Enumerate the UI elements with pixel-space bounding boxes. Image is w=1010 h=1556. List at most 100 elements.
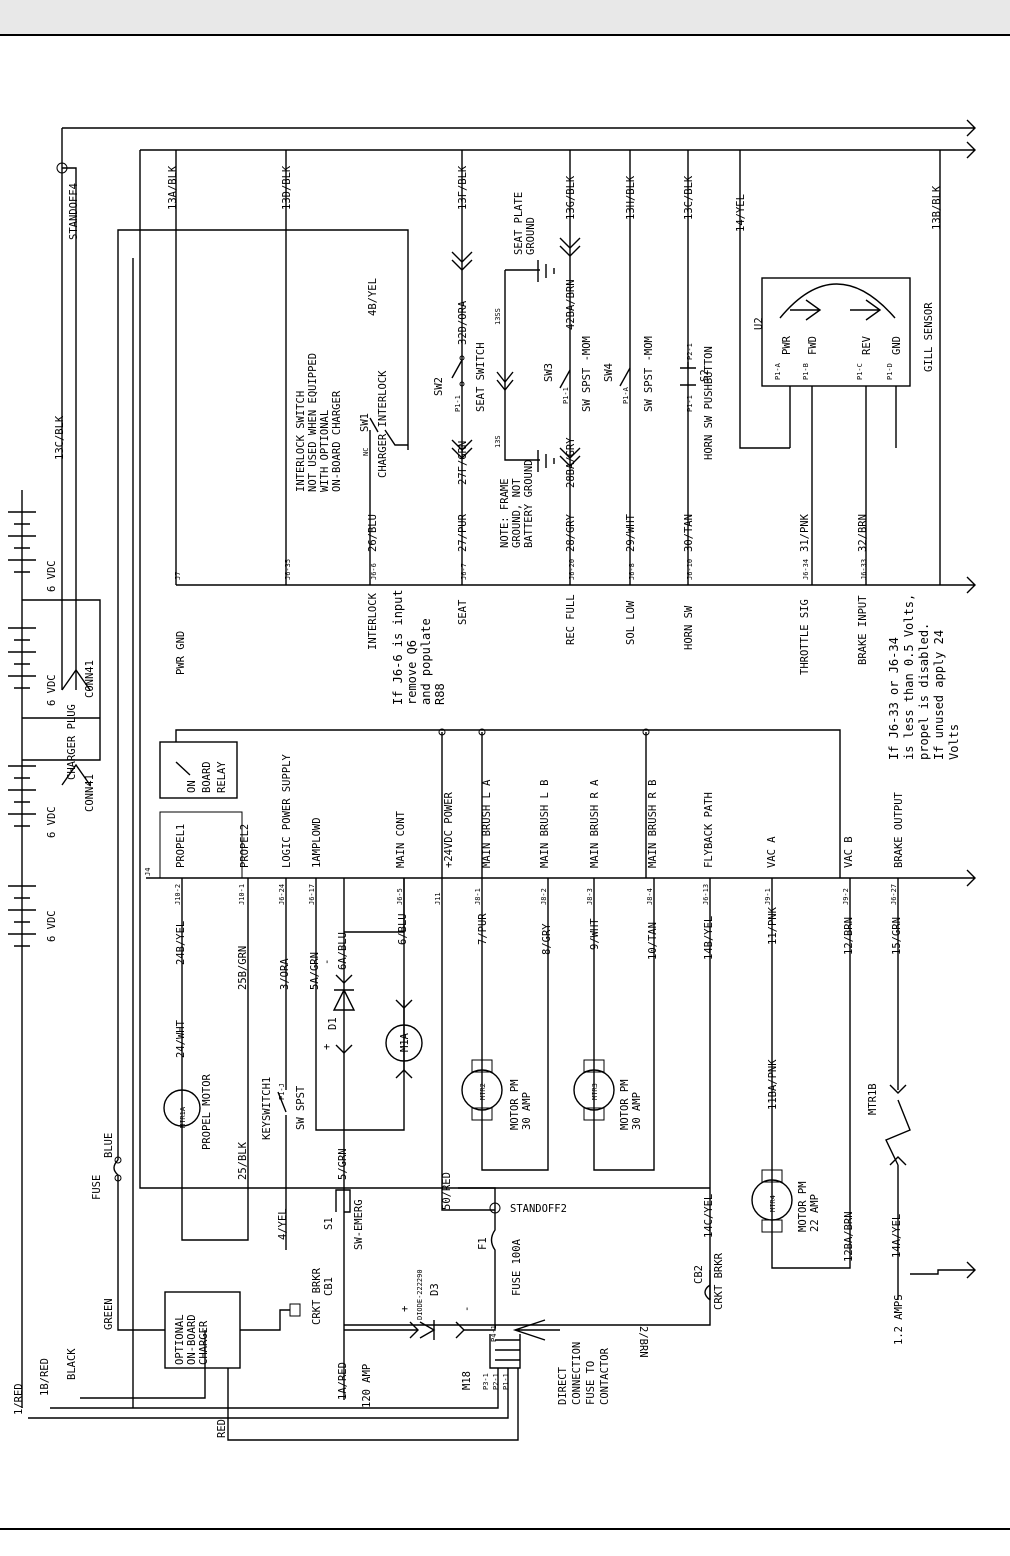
label-13ss: 13SS <box>494 308 502 325</box>
motor-mtr1a-symbol <box>163 1089 201 1127</box>
label-6vdc-2: 6 VDC <box>46 674 58 706</box>
label-flyback: FLYBACK PATH <box>703 792 715 868</box>
battery-cell <box>8 765 36 827</box>
label-frame-note-2: GROUND, NOT <box>511 478 523 548</box>
label-9-wht: 9/WHT <box>589 918 601 950</box>
label-j6-5: J6-5 <box>396 888 404 905</box>
label-layer: STANDOFF4 13C/BLK 6 VDC 6 VDC 6 VDC 6 VD… <box>13 165 961 1438</box>
label-14a-yel: 14A/YEL <box>891 1214 903 1258</box>
label-j8-3: J8-3 <box>586 888 594 905</box>
label-mbrb: MAIN BRUSH R B <box>647 779 659 868</box>
label-j6-17: J6-17 <box>308 884 316 905</box>
label-4-yel: 4/YEL <box>277 1208 289 1240</box>
label-interlock-note-2: NOT USED WHEN EQUIPPED <box>307 353 319 492</box>
label-conn41-b: CONN41 <box>84 774 96 812</box>
label-propel2: PROPEL2 <box>239 824 251 868</box>
label-minus-1: - <box>321 959 333 965</box>
header-bar <box>0 0 1010 36</box>
label-p1-j-key: P1-J <box>278 1083 286 1100</box>
label-13s: 13S <box>494 435 502 448</box>
label-interlock-note-3: WITH OPTIONAL <box>319 410 331 492</box>
lower-branches <box>159 728 911 1400</box>
label-42ba-brn: 42BA/BRN <box>565 279 577 330</box>
label-6-blu: 6/BLU <box>397 913 409 945</box>
label-j6-8: J6-8 <box>628 563 636 580</box>
label-brake-note-5: Volts <box>947 724 961 760</box>
label-j6-24: J6-24 <box>278 884 286 905</box>
label-30-tan: 30/TAN <box>683 514 695 552</box>
label-j8-4: J8-4 <box>646 888 654 905</box>
label-13c-blk-2: 13C/BLK <box>683 175 695 220</box>
label-j11: J11 <box>434 892 442 905</box>
bus-wires <box>56 119 976 1279</box>
label-j6-note-3: and populate <box>419 618 433 705</box>
label-p1-1-c: P1-1 <box>686 395 694 412</box>
label-relay-relay: RELAY <box>216 761 228 793</box>
label-sw2: SW2 <box>433 377 445 396</box>
label-sw-spst-mom-1: SW SPST -MOM <box>581 336 593 412</box>
label-fuse-100a: FUSE 100A <box>511 1238 523 1296</box>
label-f1: F1 <box>477 1237 489 1250</box>
label-j9-2: J9-2 <box>842 888 850 905</box>
label-gnd: GND <box>891 336 903 355</box>
label-p1-a: P1-A <box>622 386 630 404</box>
label-j10-1: J10-1 <box>238 884 246 905</box>
label-seat: SEAT <box>457 599 469 625</box>
label-plus-2: + <box>399 1306 411 1312</box>
label-p1-1-d: P1-1 <box>502 1373 510 1390</box>
label-m1a: M1A <box>399 1032 411 1052</box>
label-standoff2: STANDOFF2 <box>510 1203 567 1215</box>
label-motor-pm3-a: MOTOR PM <box>797 1181 809 1232</box>
label-31-pnk: 31/PNK <box>799 513 811 552</box>
label-pwr-gnd: PWR GND <box>175 631 187 675</box>
label-gill-sensor: GILL SENSOR <box>923 302 935 372</box>
label-j6-note-2: remove Q6 <box>405 640 419 705</box>
label-7-pur: 7/PUR <box>477 913 489 945</box>
label-charger-plug: CHARGER PLUG <box>66 704 78 780</box>
label-27f-grn: 27F/GRN <box>457 441 469 485</box>
label-13c-blk: 13C/BLK <box>54 415 66 460</box>
label-25b-grn: 25B/GRN <box>237 946 249 990</box>
label-12-brn: 12/BRN <box>843 917 855 955</box>
label-10-tan: 10/TAN <box>647 922 659 960</box>
label-brake-note-3: propel is disabled. <box>917 623 931 760</box>
label-j6-34: J6-34 <box>802 559 810 580</box>
label-direct-1: DIRECT <box>557 1366 569 1405</box>
label-p1-1-a: P1-1 <box>454 395 462 412</box>
label-seat-switch: SEAT SWITCH <box>475 342 487 412</box>
label-cb2: CB2 <box>693 1265 705 1284</box>
label-logic-ps: LOGIC POWER SUPPLY <box>281 754 293 868</box>
label-minus-2: - <box>461 1306 473 1312</box>
label-5a-grn: 5A/GRN <box>309 952 321 990</box>
label-fuse: FUSE <box>91 1175 103 1200</box>
label-6vdc-3: 6 VDC <box>46 806 58 838</box>
label-6vdc-1: 6 VDC <box>46 560 58 592</box>
label-j6-note-1: If J6-6 is input <box>391 589 405 705</box>
label-mtr2: MTR2 <box>479 1083 487 1100</box>
label-p1-1-b: P1-1 <box>562 387 570 404</box>
label-rec-full: REC FULL <box>565 594 577 645</box>
label-p4-1: P4-1 <box>490 1325 498 1342</box>
label-brake-output: BRAKE OUTPUT <box>893 791 905 868</box>
label-propel-motor: PROPEL MOTOR <box>201 1073 213 1150</box>
label-1-2-amps: 1.2 AMPS <box>893 1294 905 1345</box>
label-j4: J4 <box>144 868 152 876</box>
label-iamplowd: 1AMPLOWD <box>311 817 323 868</box>
label-4b-yel: 4B/YEL <box>367 278 379 316</box>
label-vac-b: VAC B <box>843 836 855 868</box>
footer-line <box>0 1528 1010 1530</box>
label-11ba-pnk: 11BA/PNK <box>767 1059 779 1110</box>
label-brake-note-2: is less than 0.5 Volts, <box>902 594 916 760</box>
label-j6-20: J6-20 <box>568 559 576 580</box>
label-frame-note-1: NOTE: FRAME <box>499 478 511 548</box>
label-p3-1: P3-1 <box>482 1373 490 1390</box>
label-plus-1: + <box>321 1044 333 1050</box>
label-mtr1a: MTR1A <box>179 1106 187 1128</box>
label-14-yel: 14/YEL <box>735 194 747 232</box>
label-u2: U2 <box>753 317 765 330</box>
label-motor-pm1-b: 30 AMP <box>521 1092 533 1130</box>
label-24vdc: +24VDC POWER <box>443 791 455 868</box>
label-brake-note-4: If unused apply 24 <box>932 630 946 760</box>
label-29-wht: 29/WHT <box>625 513 637 552</box>
label-p2-1: P2-1 <box>686 343 694 360</box>
